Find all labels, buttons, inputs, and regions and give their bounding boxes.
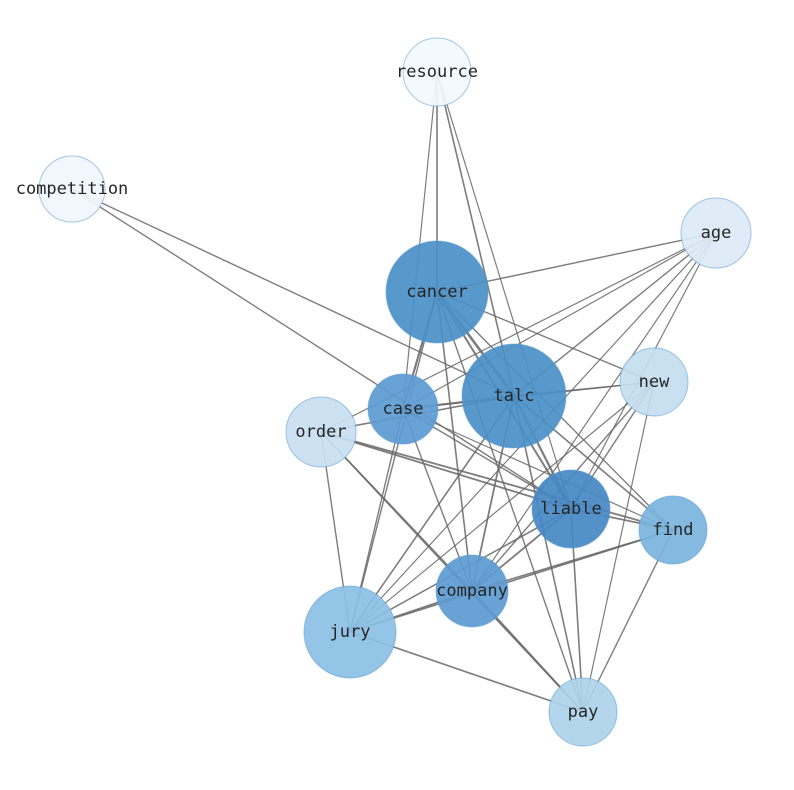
node-label-case: case: [383, 399, 424, 419]
node-circle-new[interactable]: [619, 347, 689, 417]
node-label-liable: liable: [540, 499, 601, 519]
node-label-order: order: [295, 422, 346, 442]
graph-edge: [402, 71, 438, 410]
graph-node-talc[interactable]: talc: [461, 343, 567, 449]
graph-node-cancer[interactable]: cancer: [385, 240, 489, 344]
graph-edge: [436, 291, 584, 713]
node-circle-talc[interactable]: [461, 343, 567, 449]
node-circle-company[interactable]: [435, 554, 509, 628]
node-circle-competition[interactable]: [38, 155, 106, 223]
graph-edge: [320, 431, 674, 531]
node-label-new: new: [639, 372, 670, 392]
node-circle-find[interactable]: [638, 495, 708, 565]
graph-edge: [436, 71, 515, 397]
node-circle-order[interactable]: [285, 396, 357, 468]
node-label-company: company: [436, 581, 508, 601]
graph-node-resource[interactable]: resource: [396, 37, 478, 107]
node-circle-jury[interactable]: [303, 585, 397, 679]
node-circle-age[interactable]: [680, 197, 752, 269]
node-label-resource: resource: [396, 62, 478, 82]
graph-edge: [71, 188, 572, 510]
graph-node-new[interactable]: new: [619, 347, 689, 417]
graph-edge: [513, 395, 584, 713]
node-circle-case[interactable]: [367, 373, 439, 445]
node-label-find: find: [653, 520, 694, 540]
graph-node-case[interactable]: case: [367, 373, 439, 445]
graph-node-company[interactable]: company: [435, 554, 509, 628]
graph-edge: [436, 71, 572, 510]
graph-edge: [402, 232, 717, 410]
graph-edge: [320, 431, 572, 510]
graph-edge: [349, 291, 438, 633]
graph-edge: [582, 381, 655, 713]
graph-edge: [471, 232, 717, 592]
node-label-pay: pay: [568, 702, 599, 722]
graph-node-find[interactable]: find: [638, 495, 708, 565]
graph-node-competition[interactable]: competition: [16, 155, 129, 223]
node-layer: resource competition age cancer new talc case o…: [16, 37, 752, 747]
graph-edge: [349, 529, 674, 633]
node-circle-liable[interactable]: [531, 469, 611, 549]
graph-edge: [402, 408, 674, 531]
graph-edge: [349, 381, 655, 633]
node-circle-cancer[interactable]: [385, 240, 489, 344]
node-label-jury: jury: [330, 622, 371, 642]
graph-edge: [71, 188, 515, 397]
graph-node-pay[interactable]: pay: [548, 677, 618, 747]
node-label-cancer: cancer: [406, 282, 467, 302]
node-label-age: age: [701, 223, 732, 243]
graph-node-age[interactable]: age: [680, 197, 752, 269]
node-circle-pay[interactable]: [548, 677, 618, 747]
graph-node-order[interactable]: order: [285, 396, 357, 468]
graph-node-liable[interactable]: liable: [531, 469, 611, 549]
graph-node-jury[interactable]: jury: [303, 585, 397, 679]
node-label-competition: competition: [16, 179, 129, 199]
node-circle-resource[interactable]: [402, 37, 472, 107]
node-label-talc: talc: [494, 386, 535, 406]
